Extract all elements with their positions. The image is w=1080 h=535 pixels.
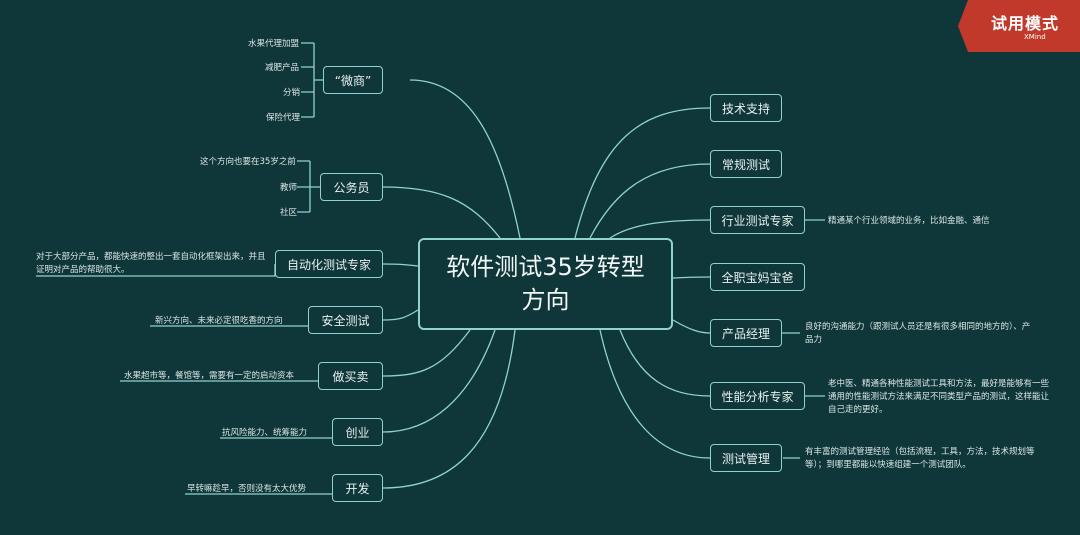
topic-business[interactable]: 做买卖 xyxy=(318,362,383,390)
connector-business xyxy=(382,329,471,377)
topic-product-manager[interactable]: 产品经理 xyxy=(710,319,782,347)
leaf-fruit-franchise[interactable]: 水果代理加盟 xyxy=(248,39,300,49)
topic-weishang[interactable]: “微商” xyxy=(323,66,383,94)
connector-support xyxy=(574,107,711,239)
connector-pm xyxy=(672,319,711,334)
note-industry[interactable]: 精通某个行业领域的业务，比如金融、通信 xyxy=(828,216,990,226)
leaf-before-35[interactable]: 这个方向也要在35岁之前 xyxy=(200,157,296,167)
trial-badge-shape xyxy=(958,0,1080,52)
connector-perf xyxy=(619,329,711,397)
trial-badge-label: 试用模式 xyxy=(991,14,1060,33)
connector-gongwuyuan xyxy=(382,186,501,239)
topic-startup[interactable]: 创业 xyxy=(332,418,383,446)
connector-weishang xyxy=(409,79,521,239)
note-security[interactable]: 新兴方向、未来必定很吃香的方向 xyxy=(155,316,283,326)
note-pm[interactable]: 良好的沟通能力（跟测试人员还是有很多相同的地方的）、产品力 xyxy=(805,322,1031,345)
topic-industry-expert[interactable]: 行业测试专家 xyxy=(710,206,805,234)
note-perf[interactable]: 老中医、精通各种性能测试工具和方法，最好是能够有一些通用的性能测试方法来满足不同… xyxy=(828,379,1050,415)
connector-auto xyxy=(382,263,419,267)
trial-badge-sub: XMind xyxy=(1024,33,1046,41)
leaf-teacher[interactable]: 教师 xyxy=(280,183,298,193)
connector-parent xyxy=(672,276,711,279)
central-topic-text: 软件测试35岁转型方向 xyxy=(446,253,645,314)
bracket-gongwuyuan xyxy=(297,160,320,213)
leaf-distribution[interactable]: 分销 xyxy=(283,88,301,98)
note-auto-testing[interactable]: 对于大部分产品，都能快速的整出一套自动化框架出来，并且证明对产品的帮助很大。 xyxy=(36,252,266,275)
note-business[interactable]: 水果超市等，餐馆等，需要有一定的启动资本 xyxy=(124,371,295,381)
topic-dev[interactable]: 开发 xyxy=(332,474,383,502)
topic-security-testing[interactable]: 安全测试 xyxy=(308,306,383,334)
topic-fulltime-parent[interactable]: 全职宝妈宝爸 xyxy=(710,263,805,291)
note-mgmt[interactable]: 有丰富的测试管理经验（包括流程，工具，方法，技术规划等等）；到哪里都能以快速组建… xyxy=(805,447,1035,470)
topic-auto-testing-expert[interactable]: 自动化测试专家 xyxy=(275,250,383,278)
connector-security xyxy=(382,309,419,321)
connector-mgmt xyxy=(599,329,711,459)
topic-tech-support[interactable]: 技术支持 xyxy=(710,94,782,122)
note-startup[interactable]: 抗风险能力、统筹能力 xyxy=(222,428,308,438)
connector-regular xyxy=(589,163,711,239)
leaf-insurance[interactable]: 保险代理 xyxy=(266,113,301,123)
topic-perf-expert[interactable]: 性能分析专家 xyxy=(710,382,805,410)
bracket-weishang xyxy=(301,42,323,118)
central-topic[interactable]: 软件测试35岁转型方向 xyxy=(418,238,673,330)
leaf-diet-products[interactable]: 减肥产品 xyxy=(265,63,300,73)
topic-regular-testing[interactable]: 常规测试 xyxy=(710,150,782,178)
connector-dev xyxy=(382,329,516,489)
topic-test-management[interactable]: 测试管理 xyxy=(710,444,782,472)
topic-gongwuyuan[interactable]: 公务员 xyxy=(320,173,383,201)
connector-startup xyxy=(382,329,496,433)
note-dev[interactable]: 早转嘛趁早，否则没有太大优势 xyxy=(187,484,307,494)
leaf-community[interactable]: 社区 xyxy=(280,208,298,218)
connector-industry xyxy=(609,219,711,239)
